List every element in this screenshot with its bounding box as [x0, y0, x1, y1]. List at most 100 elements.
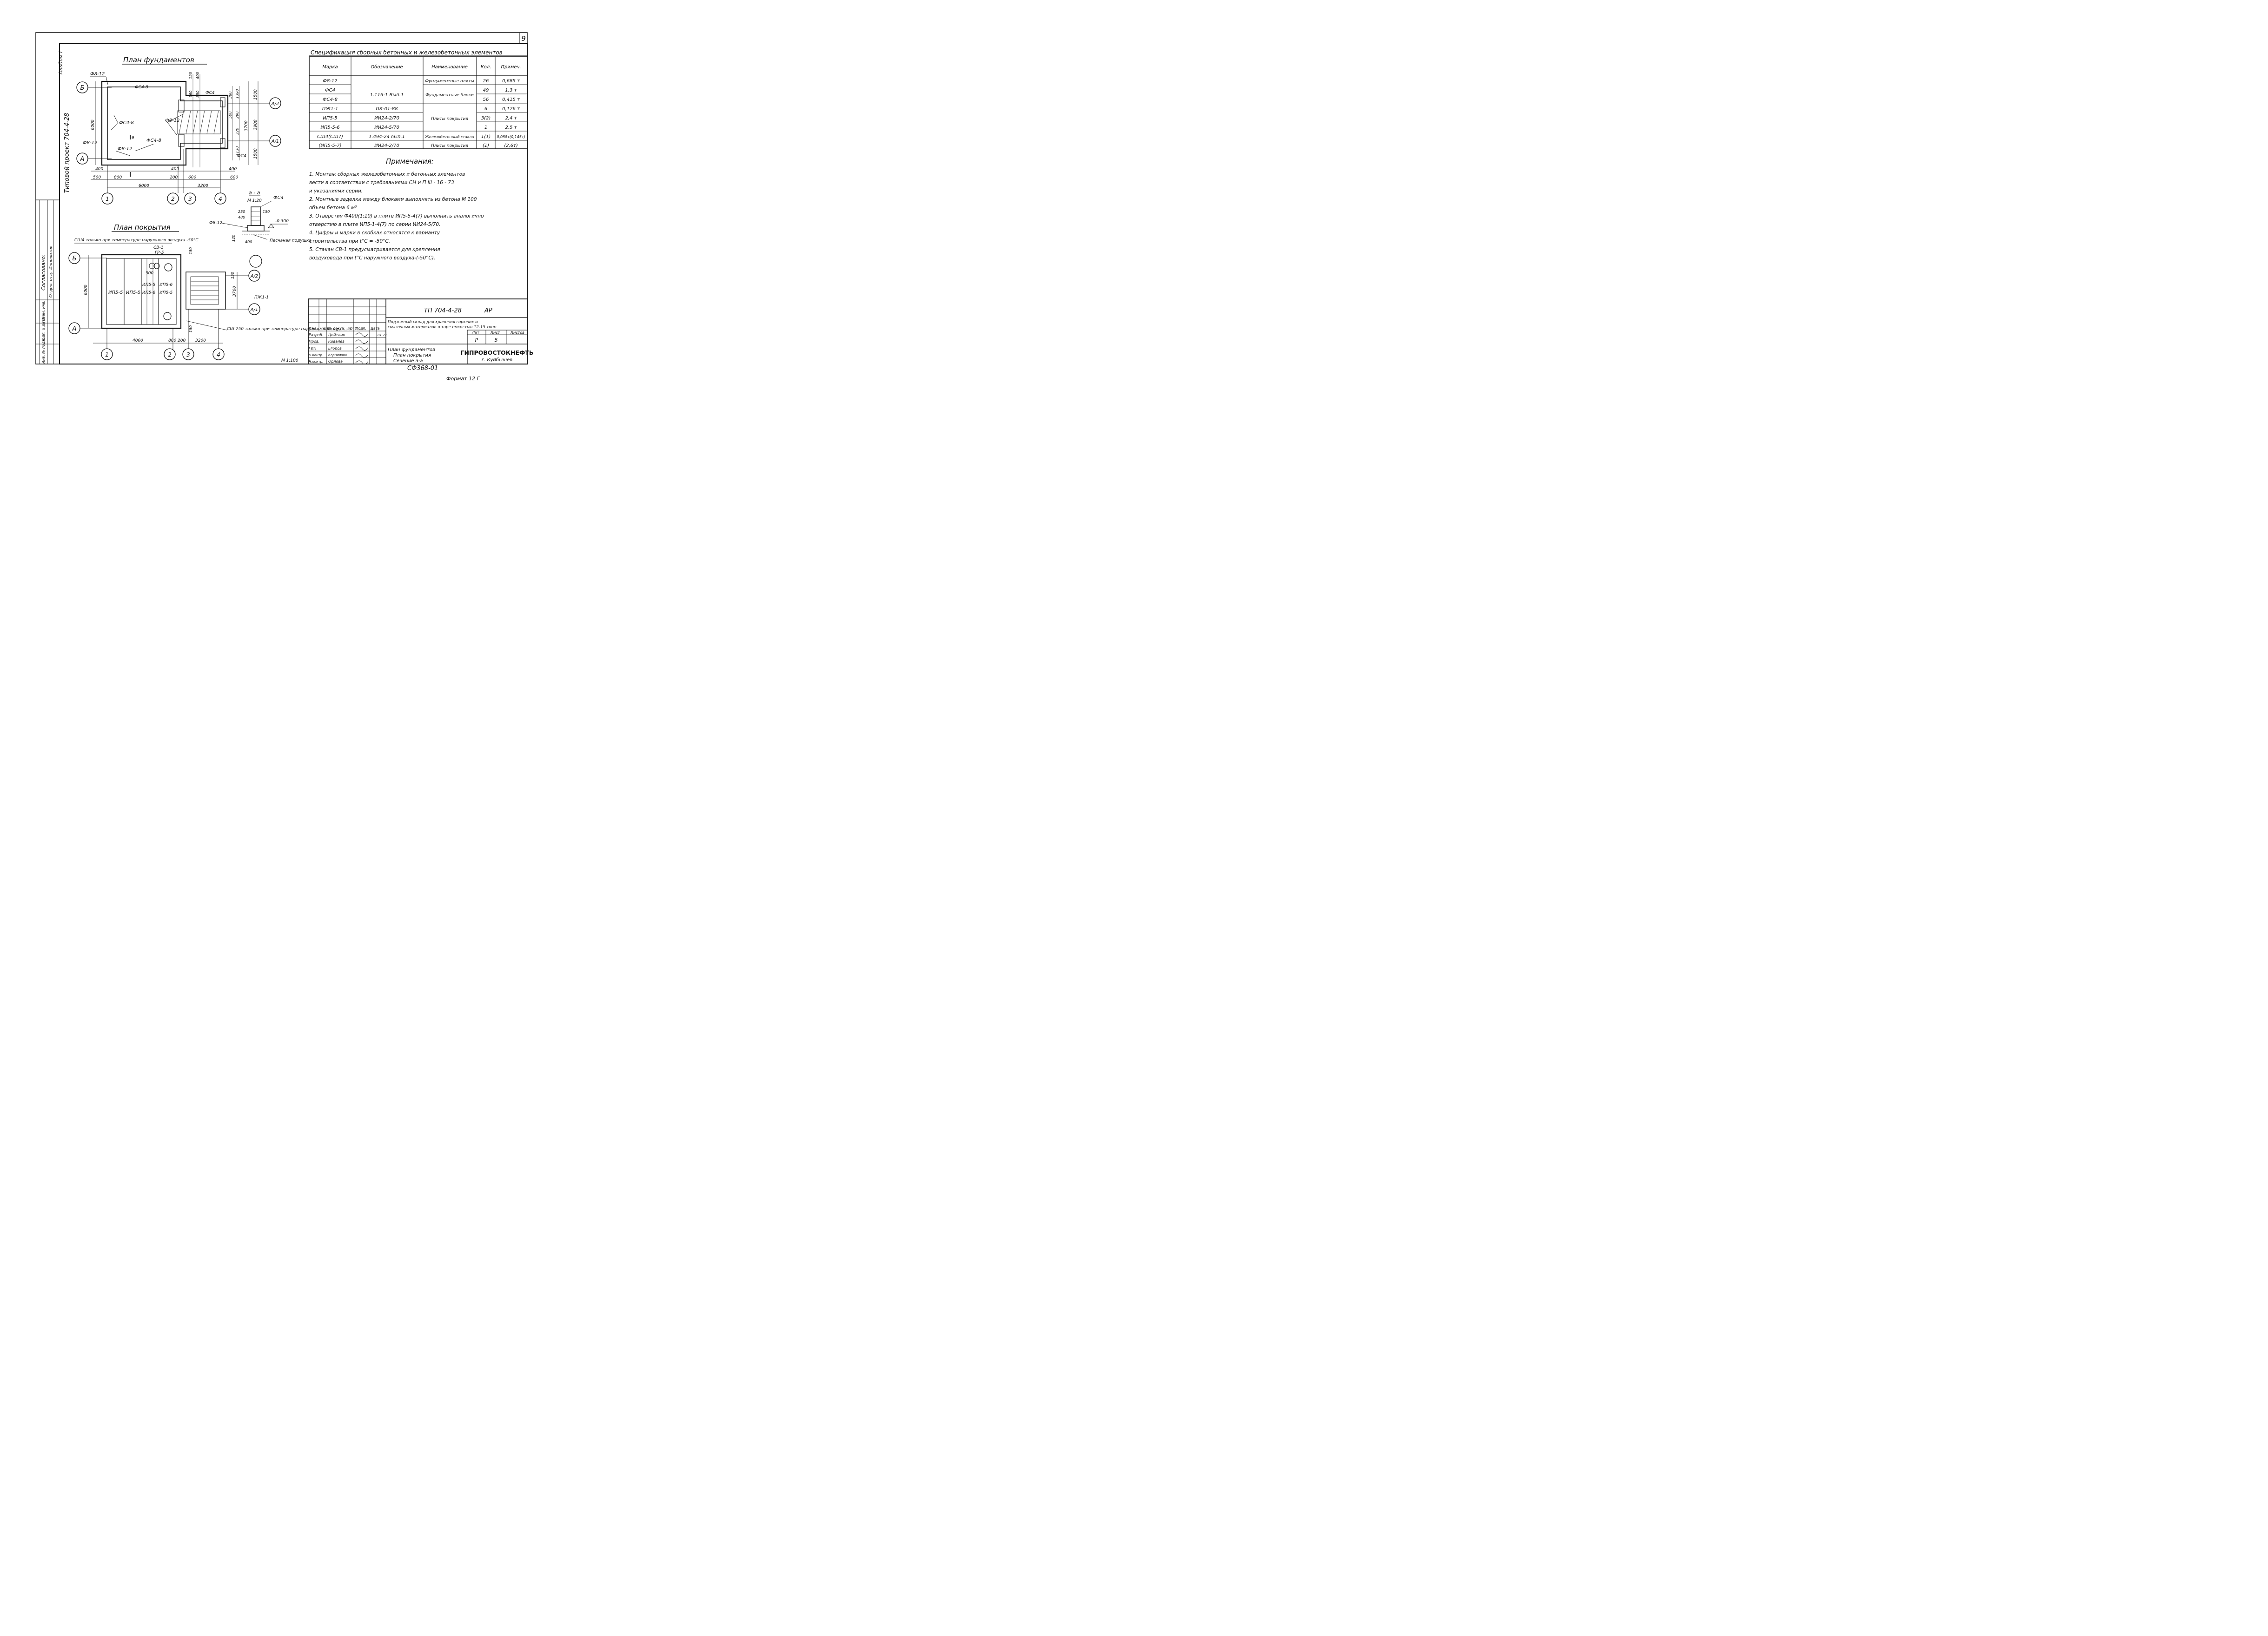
label-fs4-r2: ФС4	[237, 154, 246, 159]
tb-sheet-name2: План покрытия	[393, 353, 431, 358]
spec-h-code: Обозначение	[371, 64, 403, 70]
sheet-code: СФ368-01	[407, 365, 438, 372]
spec-table: Марка Обозначение Наименование Кол. Прим…	[309, 56, 528, 149]
roof-axis-2: 2	[168, 351, 172, 358]
spec-r6-mark: СШ4(СШ7)	[317, 134, 343, 139]
notes: Примечания: 1. Монтаж сборных железобето…	[309, 157, 484, 261]
spec-h-mark: Марка	[322, 65, 338, 70]
tb-role-3: Н.контр.	[309, 353, 323, 357]
tb-col-data: Дата	[370, 326, 380, 331]
note-line-5: 3. Отверстия Ф400(1:10) в плите ИП5-5-4(…	[309, 213, 484, 219]
tb-h-list: Лист	[490, 331, 500, 335]
roof-plan-title: План покрытия	[114, 223, 171, 232]
agreed-label: Согласовано:	[40, 254, 46, 291]
roof-dim-150b: 150	[231, 272, 235, 279]
tb-h-lit: Лит	[471, 331, 479, 335]
tb-role-4: Н.контр.	[309, 360, 323, 364]
spec-r5-mark: ИП5-5-6	[320, 125, 339, 130]
roof-scale: М 1:100	[281, 358, 298, 363]
spec-r7-mark: (ИП5-5-7)	[318, 143, 341, 148]
note-line-10: воздуховода при t°С наружного воздуха-(-…	[309, 255, 435, 261]
section-fs4: ФС4	[273, 195, 284, 200]
spec-r3-mark: ПЖ1-1	[322, 106, 338, 112]
tb-desc1: Подземный склад для хранения горючих и	[388, 320, 478, 325]
note-line-9: 5. Стакан СВ-1 предусматривается для кре…	[309, 247, 440, 252]
spec-h-qty: Кол.	[481, 65, 491, 70]
spec-r3-code: ПК-01-88	[376, 106, 398, 112]
spec-r1-code: 1.116-1 Вып.1	[370, 93, 404, 98]
sheet-number: 9	[521, 34, 526, 43]
panel-2: ИП5-5	[126, 290, 140, 295]
spec-r7-code: ИИ24-2/70	[374, 143, 399, 148]
spec-r3-qty: 6	[484, 106, 487, 112]
spec-r6-name: Железобетонный стакан	[424, 135, 474, 139]
roof-axis-a: А	[72, 325, 77, 332]
dim-r1500b: 1500	[253, 148, 258, 159]
panel-4: ИП5-6	[159, 283, 172, 287]
side-stamp: Согласовано: Отдел. отд. Ипполитов Инв. …	[35, 199, 60, 364]
panel-1: ИП5-5	[108, 290, 123, 295]
tb-date: 01.77	[378, 333, 387, 337]
foundation-axes: Б А А/2 А/1 1 2 3 4 400 500 800 6000 400…	[76, 72, 281, 205]
section-title: а - а	[249, 190, 260, 196]
slab-label: ПЖ1-1	[254, 295, 269, 300]
name-label: Ипполитов	[49, 245, 53, 270]
axis-3-label: 3	[188, 196, 192, 202]
axis-a-bubble	[76, 152, 88, 165]
spec-r3-note: 0,176 т	[502, 106, 520, 112]
tb-role-0: Разраб.	[309, 333, 323, 337]
roof-dim-4000: 4000	[133, 338, 143, 343]
roof-axis-1: 1	[105, 351, 109, 358]
note-line-0: 1. Монтаж сборных железобетонных и бетон…	[309, 172, 465, 177]
axis-a2-label: А/2	[271, 101, 279, 106]
dim-6000-left: 6000	[91, 119, 95, 130]
signature-1	[355, 332, 368, 337]
dim-r3900: 3900	[253, 119, 258, 130]
section-sand: Песчаная подушка	[270, 238, 312, 243]
signature-3	[355, 346, 368, 351]
inv-label: Инв. № подл.	[41, 338, 46, 364]
dim-r3700: 3700	[244, 120, 249, 131]
sheet-format: Формат 12 Г	[446, 376, 480, 382]
spec-r4-mark: ИП5-5	[323, 116, 337, 121]
dim-600a: 600	[188, 175, 196, 180]
label-f8-12-top: Ф8-12	[90, 72, 105, 77]
label-f8-12-low: Ф8-12	[118, 146, 132, 152]
section-d150: 150	[263, 210, 270, 214]
axis-1-label: 1	[106, 196, 109, 202]
section-level: -0.300	[275, 219, 289, 224]
dim-600b: 600	[230, 175, 238, 180]
label-f8-12-mid: Ф8-12	[165, 118, 179, 123]
section-mark: а	[132, 135, 134, 140]
section-d400: 400	[245, 240, 252, 244]
dim-v120: 120	[189, 72, 193, 79]
dim-800: 800	[114, 175, 122, 180]
tb-name-4: Орлова	[328, 359, 343, 364]
tb-name-0: Цейтлин	[328, 333, 345, 337]
roof-plan: СШ4 только при температуре наружного воз…	[68, 238, 358, 363]
dim-400a: 400	[95, 167, 103, 172]
dim-400b: 400	[171, 167, 179, 172]
tb-name-3: Корнилова	[328, 353, 347, 357]
panel-6: ИП5-5	[159, 291, 172, 295]
dim-200: 200	[170, 175, 178, 180]
section-d120: 120	[232, 235, 236, 242]
dim-v1130: 1130	[235, 146, 239, 156]
section-a-a: а - а М 1:20 ФС4 250 480 150 Ф8-12 -0.30…	[209, 190, 312, 268]
axis-b-label: Б	[80, 85, 85, 92]
dim-v350: 350	[196, 91, 200, 98]
sv-sub: ГР-5	[155, 251, 164, 255]
tb-list: 5	[495, 337, 498, 343]
tb-role-1: Пров.	[309, 339, 319, 344]
note-line-7: 4. Цифры и марки в скобках относятся к в…	[309, 230, 440, 236]
spec-r3-name: Плиты покрытия	[431, 117, 468, 121]
roof-axis-b: Б	[73, 255, 77, 262]
section-d250: 250	[238, 210, 245, 214]
spec-r7-qty: (1)	[483, 143, 489, 148]
axis-a1-bubble	[269, 135, 281, 147]
section-scale: М 1:20	[247, 199, 262, 203]
note-line-1: вести в соответствии с требованиями СН и…	[309, 180, 454, 185]
sv-label: СВ-1	[153, 245, 163, 250]
roof-dim-200: 200	[178, 338, 186, 343]
note-line-3: 2. Монтные заделки между блоками выполня…	[309, 197, 477, 202]
